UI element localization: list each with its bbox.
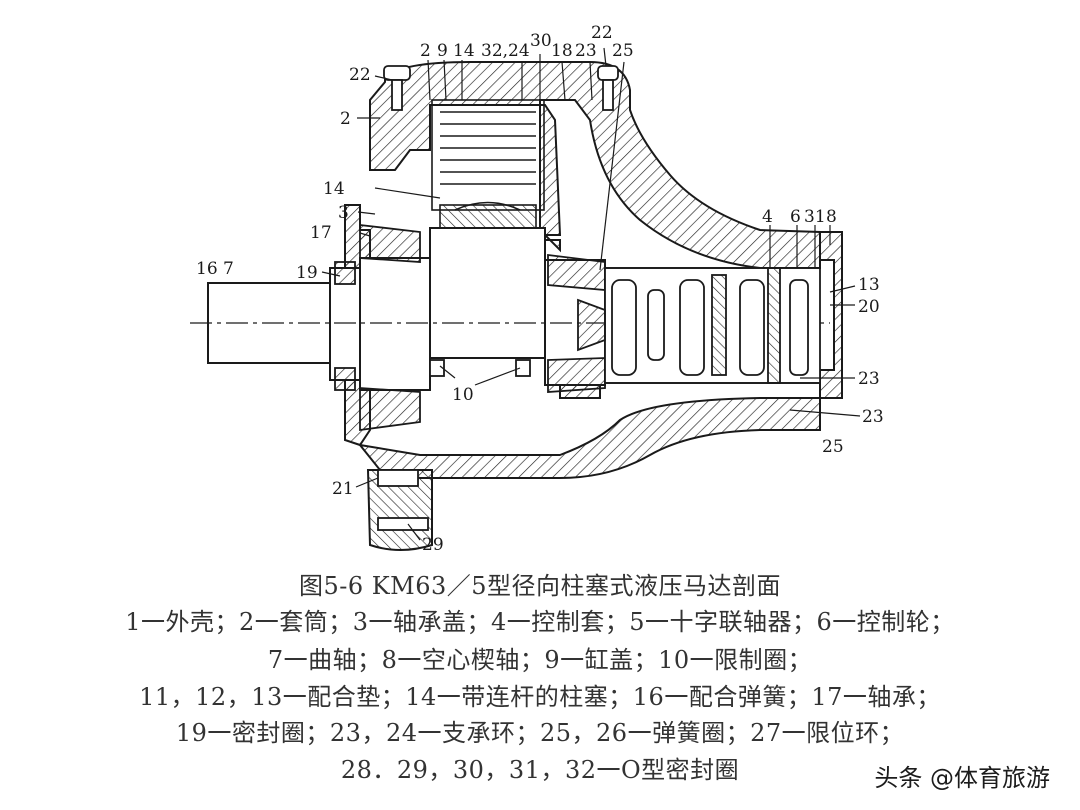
callout-6-right: 6 [790,207,801,227]
callout-13-right: 13 [858,275,880,295]
callout-14-top: 14 [453,41,475,61]
callout-29-bottom: 29 [422,535,444,555]
callout-23-right-b: 23 [862,407,884,427]
legend-line-1: 1一外壳；2一套筒；3一轴承盖；4一控制套；5一十字联轴器；6一控制轮； [125,608,955,636]
callout-2-top: 2 [420,41,431,61]
callout-18-top: 18 [551,41,573,61]
callout-22-left: 22 [349,65,371,85]
callout-25-right: 25 [822,437,844,457]
callout-9-top: 9 [437,41,448,61]
part-number-callouts: 22 2 9 14 32,24 30 18 23 22 25 2 14 3 17… [196,23,884,555]
callout-16-7: 16 7 [196,259,234,279]
legend-line-3: 11，12，13一配合垫；14一带连杆的柱塞；16一配合弹簧；17一轴承； [139,683,941,711]
small-bolts [377,65,619,531]
callout-23-top: 23 [575,41,597,61]
legend-line-4: 19一密封圈；23，24一支承环；25，26一弹簧圈；27一限位环； [175,719,905,747]
callout-19-left: 19 [296,263,318,283]
callout-17-left: 17 [310,223,332,243]
callout-10-bottom: 10 [452,385,474,405]
callout-25-top: 25 [612,41,634,61]
callout-22-right: 22 [591,23,613,43]
callout-3-left: 3 [338,203,349,223]
callout-4-right: 4 [762,207,773,227]
callout-14-left: 14 [323,179,345,199]
cylinder-bore [431,99,545,234]
callout-2-left: 2 [340,109,351,129]
callout-32-24-top: 32,24 [481,41,530,61]
taper-bearings [334,223,606,432]
legend-line-2: 7一曲轴；8一空心楔轴；9一缸盖；10一限制圈； [267,646,813,674]
legend-line-5: 28．29，30，31，32一O型密封圈 [340,756,740,784]
watermark: 头条 @体育旅游 [874,764,1050,792]
callout-8-right: 8 [826,207,837,227]
control-valve-assembly [577,267,821,384]
figure-title: 图5-6 KM63／5型径向柱塞式液压马达剖面 [298,572,782,600]
callout-21-bottom: 21 [332,479,354,499]
callout-20-right: 20 [858,297,880,317]
motor-cross-section-drawing: 22 2 9 14 32,24 30 18 23 22 25 2 14 3 17… [190,23,884,555]
callout-31-right: 31 [804,207,826,227]
leader-lines [321,47,861,541]
callout-30-top: 30 [530,31,552,51]
callout-23-right-a: 23 [858,369,880,389]
